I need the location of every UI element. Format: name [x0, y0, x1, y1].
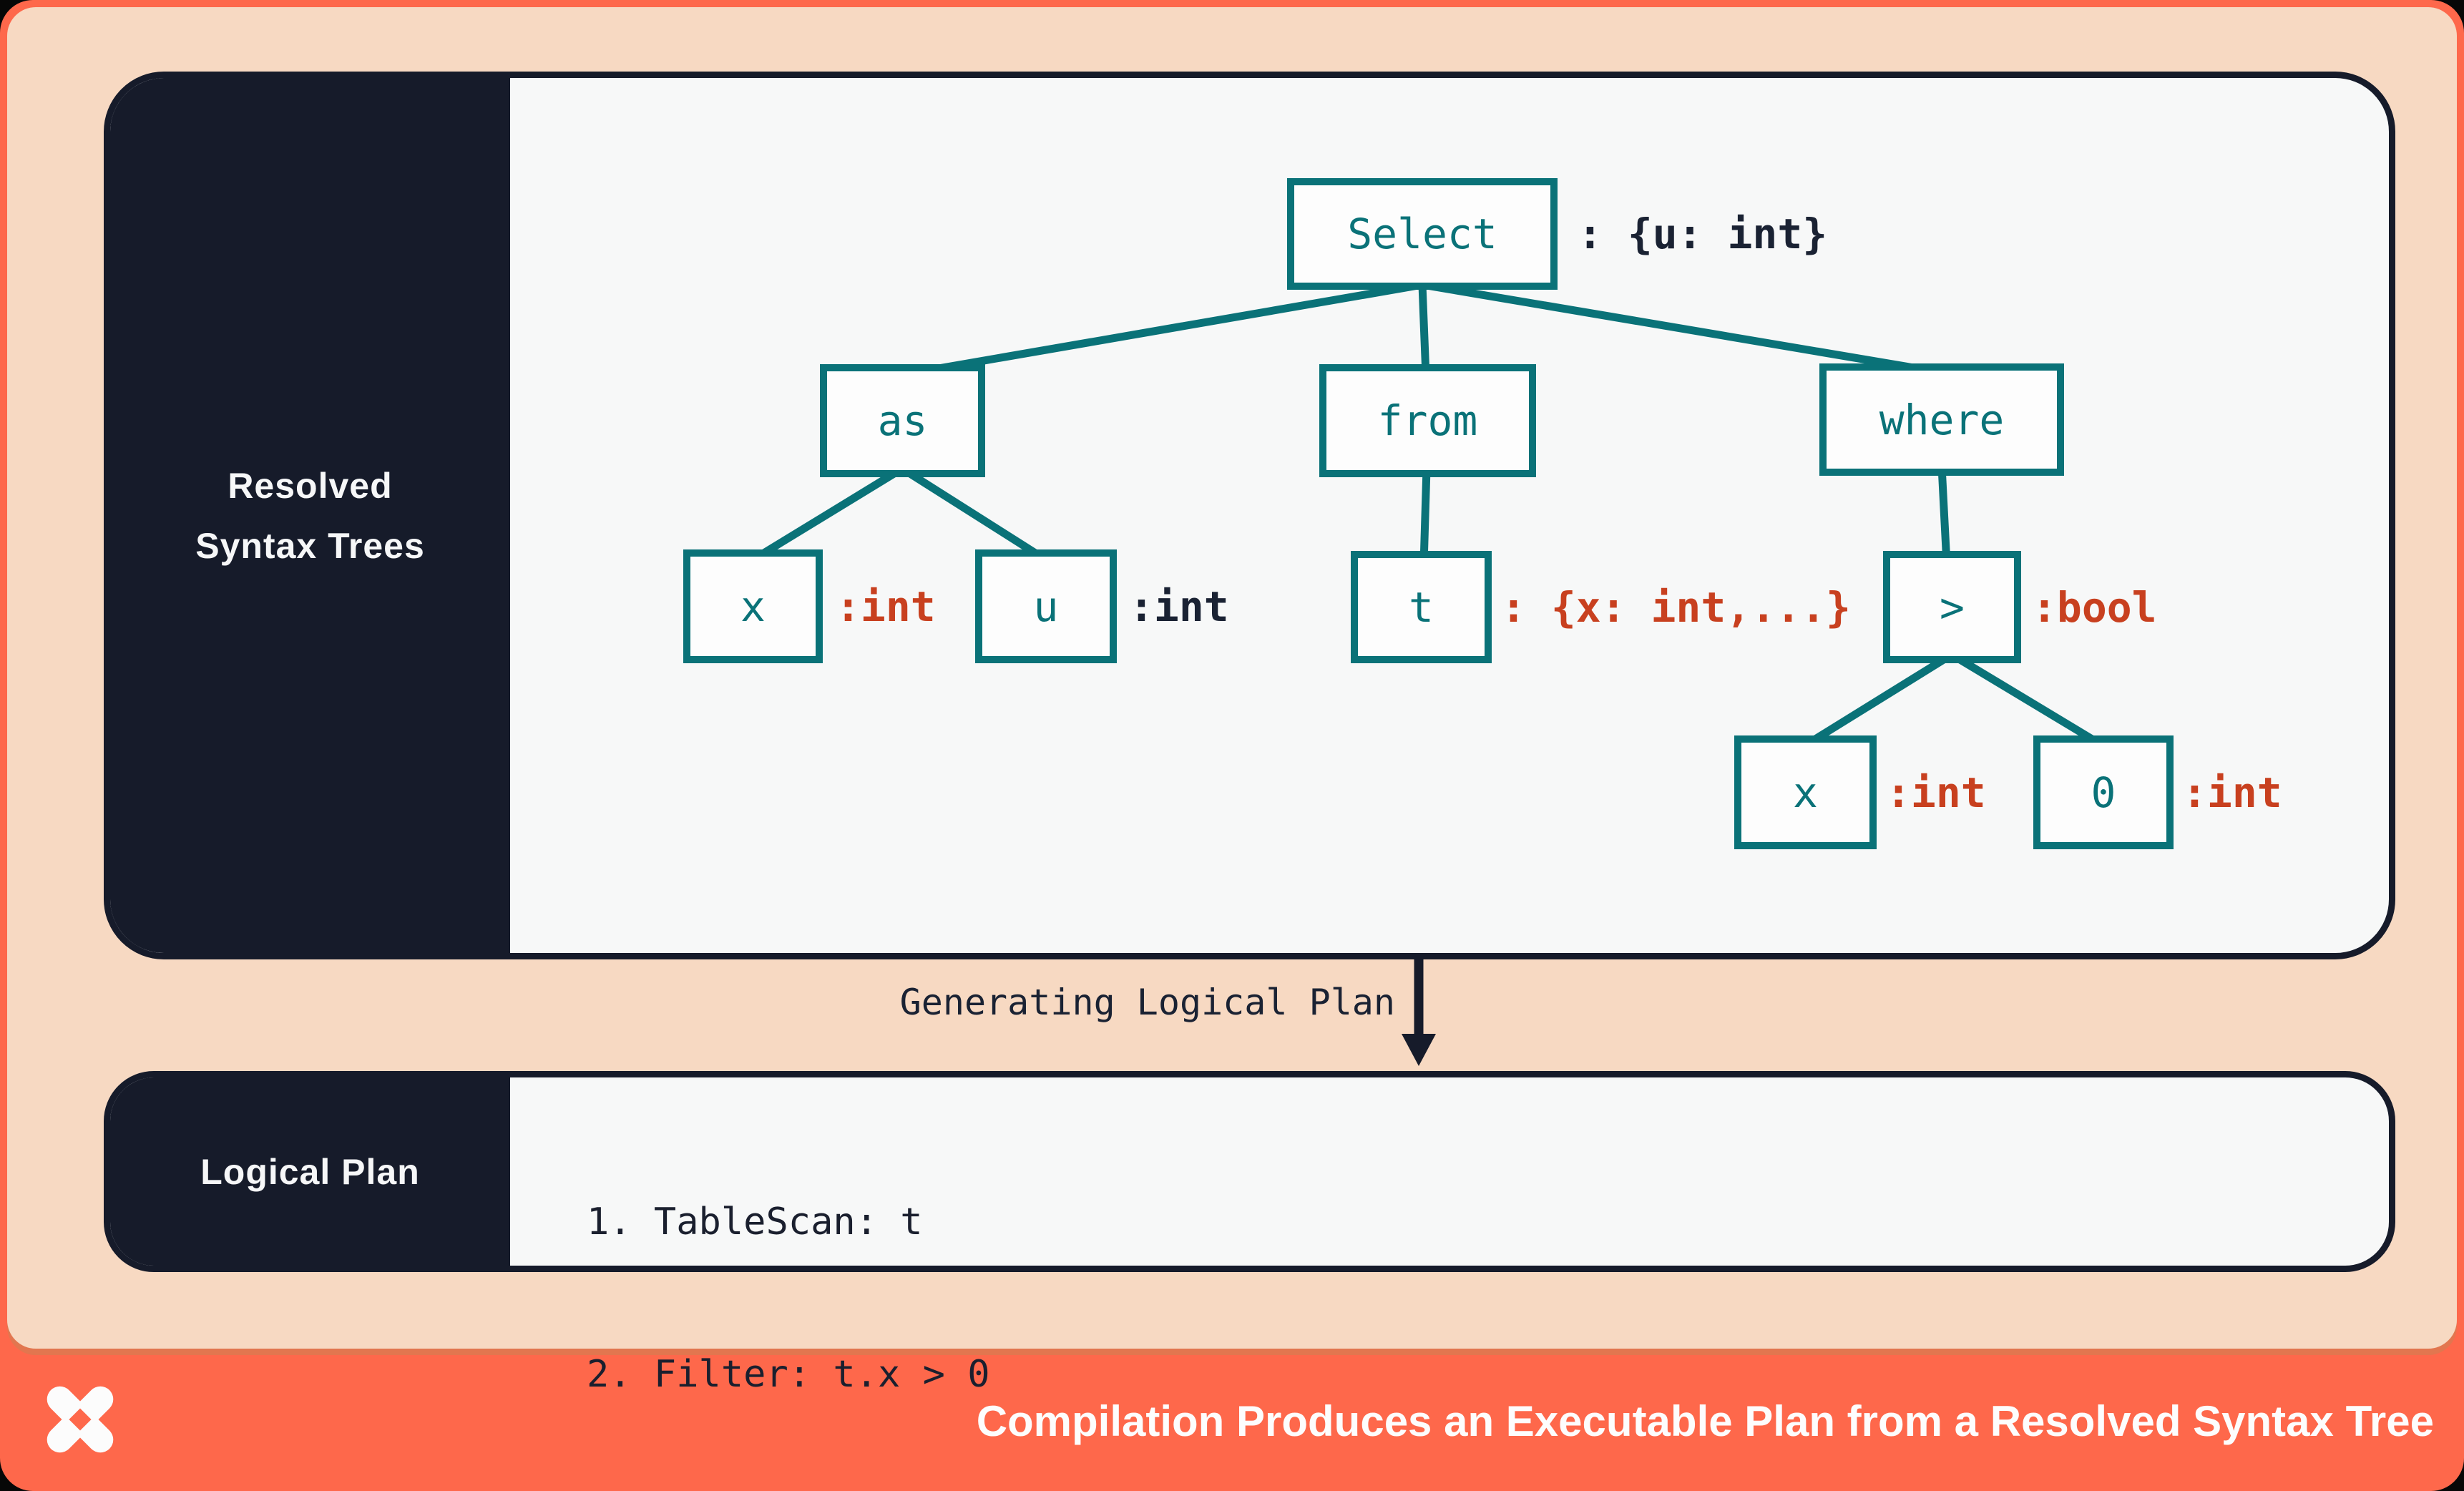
tree-node-from: from: [1319, 364, 1536, 477]
flow-arrow-icon: [1402, 959, 1436, 1066]
tree-edge: [1799, 651, 1954, 751]
tree-edge: [1422, 280, 1948, 378]
tree-node-x-alias: x: [683, 549, 823, 663]
type-annotation-zero: :int: [2182, 768, 2282, 817]
tree-node-x-operand: x: [1734, 735, 1877, 849]
tree-edge: [748, 465, 904, 565]
tree-node-select: Select: [1287, 178, 1558, 290]
logical-plan-step: 2. Filter: t.x > 0: [587, 1353, 990, 1396]
logical-plan-panel: Logical Plan: [104, 1071, 2395, 1272]
tree-node-gt-operator: >: [1883, 551, 2021, 663]
tree-edge: [1418, 284, 1430, 376]
tree-node-u: u: [975, 549, 1117, 663]
logical-plan-label: Logical Plan: [200, 1151, 420, 1192]
sidebar-label-line2: Syntax Trees: [195, 525, 425, 566]
transition-label: Generating Logical Plan: [899, 982, 1395, 1023]
type-annotation-u: :int: [1129, 582, 1229, 631]
tree-edge: [1950, 651, 2108, 751]
tree-edge: [900, 465, 1051, 565]
tree-edge: [1937, 466, 1951, 564]
resolved-syntax-trees-panel: Resolved Syntax Trees: [104, 72, 2395, 959]
type-annotation-gt: :bool: [2032, 582, 2157, 632]
tree-node-zero: 0: [2033, 735, 2174, 849]
tree-edge: [896, 280, 1423, 380]
tree-node-where: where: [1819, 363, 2064, 476]
logical-plan-steps: 1. TableScan: t 2. Filter: t.x > 0 3. Pr…: [587, 1095, 1102, 1491]
logical-plan-sidebar: Logical Plan: [110, 1077, 510, 1266]
type-annotation-x-operand: :int: [1886, 768, 1986, 817]
type-annotation-select: : {u: int}: [1578, 210, 1828, 258]
tree-node-as: as: [820, 364, 985, 477]
tree-edge: [1419, 468, 1431, 564]
tree-node-t: t: [1351, 551, 1492, 663]
resolved-syntax-trees-sidebar: Resolved Syntax Trees: [110, 78, 510, 953]
dolt-logo-icon: [41, 1381, 119, 1458]
type-annotation-x-alias: :int: [836, 582, 936, 631]
logical-plan-step: 1. TableScan: t: [587, 1201, 923, 1243]
type-annotation-t: : {x: int,...}: [1501, 582, 1851, 632]
sidebar-label-line1: Resolved: [228, 465, 393, 506]
footer-title: Compilation Produces an Executable Plan …: [976, 1397, 2434, 1445]
